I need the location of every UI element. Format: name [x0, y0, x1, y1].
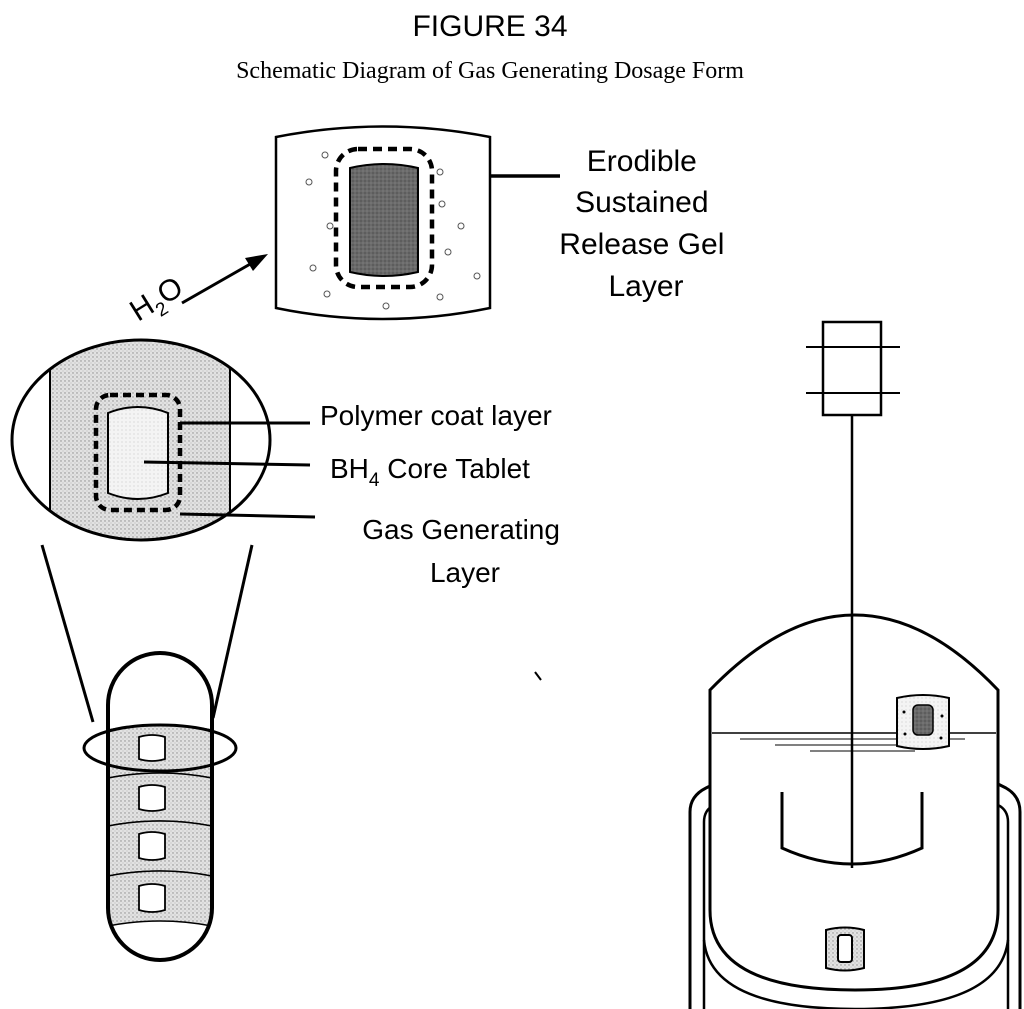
jacket-bottom: [702, 939, 1010, 1009]
capsule-highlight-ring: [82, 723, 238, 773]
swollen-core: [349, 163, 419, 277]
figure-title: FIGURE 34 Schematic Diagram of Gas Gener…: [236, 10, 744, 84]
gas-generating-label: Gas Generating Layer: [362, 514, 567, 588]
zoom-line-left: [40, 544, 95, 723]
figure-caption: Schematic Diagram of Gas Generating Dosa…: [236, 58, 744, 84]
dissolution-apparatus: [688, 320, 1022, 1009]
water-arrow: [181, 254, 268, 305]
gas-leader-line: [179, 512, 316, 519]
polymer-coat-dashed: [333, 146, 435, 290]
sunk-dosage-form: [825, 926, 865, 972]
magnifier-ellipse: [10, 338, 272, 542]
core-leader-line: [143, 460, 311, 467]
core-tablet-label: BH4 Core Tablet: [330, 453, 530, 491]
figure-number: FIGURE 34: [412, 10, 567, 43]
polymer-coat: [93, 392, 183, 513]
water-label: H2O: [124, 270, 192, 333]
stray-mark: [534, 671, 542, 681]
capsule-tablet-2: [108, 772, 212, 827]
stirrer-paddle: [780, 792, 924, 866]
swollen-gel-tablet: [274, 125, 560, 321]
stirrer-motor: [821, 320, 883, 417]
capsule: [82, 651, 238, 962]
gas-bubbles: [305, 151, 481, 310]
erodible-gel-label: Erodible Sustained Release Gel Layer: [559, 145, 732, 303]
capsule-tablet-4: [108, 870, 212, 927]
water-jacket: [688, 782, 1022, 1009]
floating-dosage-form: [896, 694, 950, 750]
capsule-tablet-3: [108, 820, 212, 877]
magnified-tablet: [10, 338, 316, 542]
polymer-coat-label: Polymer coat layer: [320, 400, 552, 431]
capsule-shell: [106, 651, 214, 962]
core-tablet: [107, 406, 169, 500]
zoom-line-right: [211, 544, 254, 719]
